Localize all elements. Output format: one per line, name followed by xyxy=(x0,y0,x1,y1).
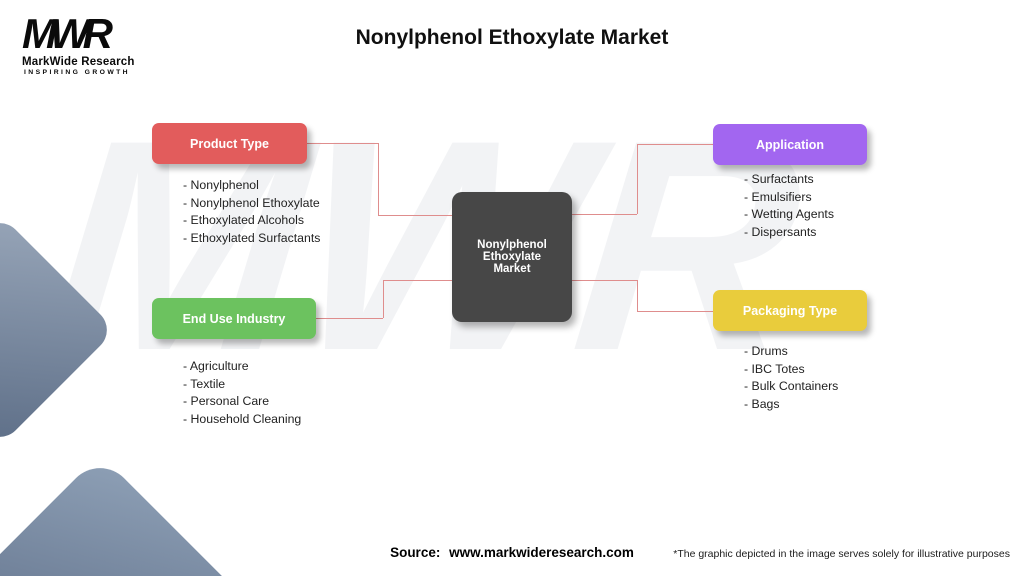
list-item: - Ethoxylated Alcohols xyxy=(183,213,304,228)
connector-line xyxy=(316,318,383,319)
list-item: - Dispersants xyxy=(744,224,817,239)
logo-mwr-acronym: MWR xyxy=(22,10,113,57)
source-label: Source: xyxy=(390,545,441,560)
list-item: - Emulsifiers xyxy=(744,189,812,204)
center-node: Nonylphenol Ethoxylate Market xyxy=(452,192,572,322)
list-item: - Wetting Agents xyxy=(744,207,834,222)
logo-tagline: INSPIRING GROWTH xyxy=(24,68,130,76)
connector-line xyxy=(383,280,384,318)
list-item: - Bulk Containers xyxy=(744,379,839,394)
segment-list-application: - Surfactants - Emulsifiers - Wetting Ag… xyxy=(744,171,834,241)
connector-line xyxy=(572,280,637,281)
list-item: - Agriculture xyxy=(183,359,249,373)
segment-box-end-use-industry: End Use Industry xyxy=(152,298,316,339)
connector-line xyxy=(637,311,713,312)
list-item: - Nonylphenol Ethoxylate xyxy=(183,195,320,210)
page-title: Nonylphenol Ethoxylate Market xyxy=(355,26,669,49)
segment-list-product-type: - Nonylphenol - Nonylphenol Ethoxylate -… xyxy=(183,177,320,247)
list-item: - Nonylphenol xyxy=(183,178,259,192)
segment-box-packaging-type: Packaging Type xyxy=(713,290,867,331)
connector-line xyxy=(572,214,637,215)
segment-list-end-use-industry: - Agriculture - Textile - Personal Care … xyxy=(183,358,301,428)
list-item: - Ethoxylated Surfactants xyxy=(183,230,321,245)
connector-line xyxy=(378,215,452,216)
source-url: www.markwideresearch.com xyxy=(449,545,634,560)
connector-line xyxy=(637,144,638,214)
list-item: - Personal Care xyxy=(183,394,270,409)
connector-line xyxy=(383,280,452,281)
list-item: - Bags xyxy=(744,396,780,411)
connector-line xyxy=(307,143,378,144)
disclaimer-text: *The graphic depicted in the image serve… xyxy=(673,548,1010,560)
connector-line xyxy=(637,280,638,311)
logo: MWR MarkWide Research INSPIRING GROWTH xyxy=(22,10,135,76)
logo-company-name: MarkWide Research xyxy=(22,55,135,68)
list-item: - Drums xyxy=(744,344,788,358)
source-text: Source: www.markwideresearch.com xyxy=(0,545,1024,560)
connector-line xyxy=(637,144,713,145)
list-item: - Textile xyxy=(183,376,226,391)
list-item: - Surfactants xyxy=(744,172,814,186)
segment-list-packaging-type: - Drums - IBC Totes - Bulk Containers - … xyxy=(744,343,838,413)
segment-box-application: Application xyxy=(713,124,867,165)
list-item: - Household Cleaning xyxy=(183,411,302,426)
list-item: - IBC Totes xyxy=(744,361,805,376)
segment-box-product-type: Product Type xyxy=(152,123,307,164)
connector-line xyxy=(378,143,379,215)
